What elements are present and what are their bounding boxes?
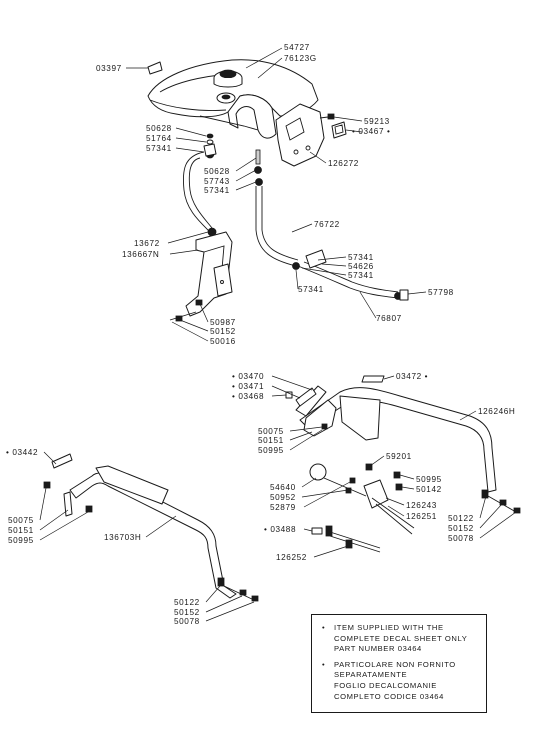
label-50078-a: 50078 — [448, 534, 474, 543]
label-59213: 59213 — [364, 117, 390, 126]
label-76722: 76722 — [314, 220, 340, 229]
label-50995-c: 50995 — [8, 536, 34, 545]
label-51764: 51764 — [146, 134, 172, 143]
label-76807: 76807 — [376, 314, 402, 323]
label-50995-a: 50995 — [258, 446, 284, 455]
label-50152-c: 50152 — [174, 608, 200, 617]
note-bullet: • — [322, 623, 326, 632]
label-50122-a: 50122 — [448, 514, 474, 523]
label-50078-b: 50078 — [174, 617, 200, 626]
decal-03442 — [51, 453, 73, 469]
label-50151-b: 50151 — [8, 526, 34, 535]
label-50075-b: 50075 — [8, 516, 34, 525]
knob — [309, 463, 327, 481]
note-bullet: • — [322, 659, 326, 669]
note-en-line-1: ITEM SUPPLIED WITH THE — [334, 623, 444, 632]
note-it-line-1: PARTICOLARE NON FORNITO — [334, 659, 456, 669]
decal-03467 — [331, 121, 347, 139]
label-126251: 126251 — [406, 512, 437, 521]
note-it-line-4: COMPLETO CODICE 03464 — [334, 691, 444, 701]
label-50995-b: 50995 — [416, 475, 442, 484]
label-50122-b: 50122 — [174, 598, 200, 607]
fuel-hoses — [183, 133, 409, 301]
note-it-line-2: SEPARATAMENTE — [334, 670, 408, 680]
tank-support-bracket — [169, 231, 233, 322]
label-57341-e: 57341 — [298, 285, 324, 294]
throttle-linkage — [309, 463, 415, 553]
label-76123g: 76123G — [284, 54, 317, 63]
label-03442: • 03442 — [6, 448, 38, 457]
label-03472: 03472 • — [396, 372, 428, 381]
note-en-line-3: PART NUMBER 03464 — [334, 644, 422, 654]
label-57743: 57743 — [204, 177, 230, 186]
label-03397: 03397 — [96, 64, 122, 73]
fuel-tank-group — [147, 59, 347, 167]
label-136703h: 136703H — [104, 533, 141, 542]
decal-03471 — [295, 387, 317, 407]
decal-03472 — [361, 375, 385, 383]
label-52879: 52879 — [270, 503, 296, 512]
leader-lines — [39, 47, 517, 622]
label-03470: • 03470 — [232, 372, 264, 381]
label-50952: 50952 — [270, 493, 296, 502]
label-126252: 126252 — [276, 553, 307, 562]
label-54626: 54626 — [348, 262, 374, 271]
label-57798: 57798 — [428, 288, 454, 297]
decal-03488 — [311, 527, 323, 535]
label-50152-b: 50152 — [448, 524, 474, 533]
label-126243: 126243 — [406, 501, 437, 510]
label-50628-a: 50628 — [146, 124, 172, 133]
label-50016: 50016 — [210, 337, 236, 346]
roll-bar-left — [43, 453, 259, 602]
label-50142: 50142 — [416, 485, 442, 494]
part-labels: 54727 76123G 03397 59213 • 03467 • 50628… — [6, 43, 515, 626]
note-italian: • PARTICOLARE NON FORNITO SEPARATAMENTE … — [322, 660, 478, 702]
label-50152-a: 50152 — [210, 327, 236, 336]
label-50987: 50987 — [210, 318, 236, 327]
decal-03468 — [285, 391, 293, 399]
decal-note-box: • ITEM SUPPLIED WITH THE COMPLETE DECAL … — [311, 614, 487, 713]
label-03471: • 03471 — [232, 382, 264, 391]
label-57341-c: 57341 — [348, 253, 374, 262]
label-57341-b: 57341 — [204, 186, 230, 195]
label-03467: • 03467 • — [352, 127, 390, 136]
label-50628-b: 50628 — [204, 167, 230, 176]
label-136667n: 136667N — [122, 250, 159, 259]
note-english: • ITEM SUPPLIED WITH THE COMPLETE DECAL … — [322, 623, 478, 655]
label-54640: 54640 — [270, 483, 296, 492]
note-en-line-2: COMPLETE DECAL SHEET ONLY — [334, 633, 468, 643]
decal-03397 — [147, 61, 163, 75]
roll-bar-right — [285, 375, 521, 514]
label-50151-a: 50151 — [258, 436, 284, 445]
note-it-line-3: FOGLIO DECALCOMANIE — [334, 680, 437, 690]
label-126246h: 126246H — [478, 407, 515, 416]
roll-bar-bracket — [303, 399, 337, 437]
label-57341-a: 57341 — [146, 144, 172, 153]
label-126272: 126272 — [328, 159, 359, 168]
label-54727: 54727 — [284, 43, 310, 52]
label-03488: • 03488 — [264, 525, 296, 534]
label-57341-d: 57341 — [348, 271, 374, 280]
tank-shroud — [227, 94, 277, 139]
label-03468: • 03468 — [232, 392, 264, 401]
label-13672: 13672 — [134, 239, 160, 248]
label-59201: 59201 — [386, 452, 412, 461]
label-50075-a: 50075 — [258, 427, 284, 436]
